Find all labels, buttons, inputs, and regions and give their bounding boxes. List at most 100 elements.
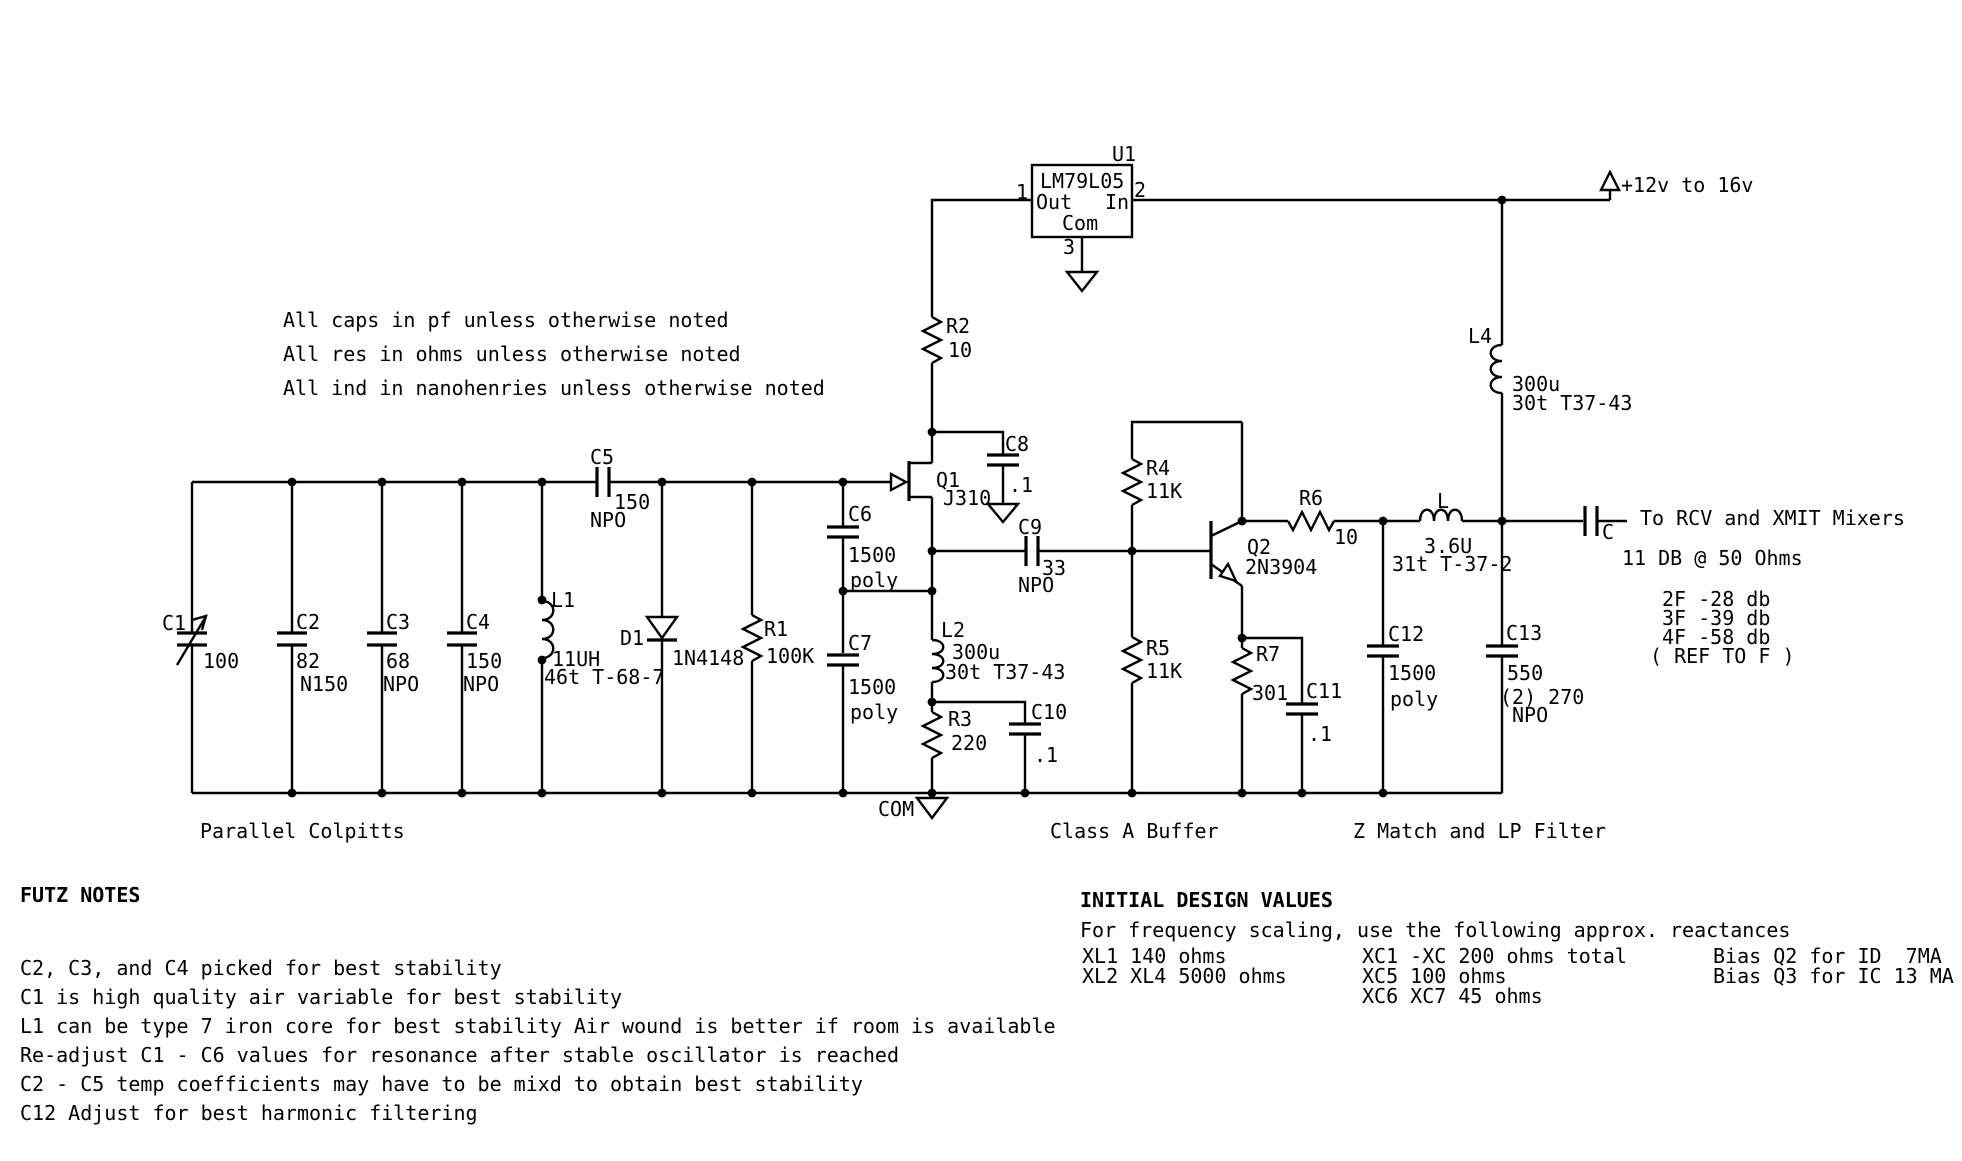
- u1-pin2-number: 2: [1134, 178, 1146, 202]
- c4-ref: C4: [466, 610, 490, 634]
- harmonic-2f: 2F -28 db: [1662, 587, 1770, 611]
- c1-ref: C1: [162, 611, 186, 635]
- futz-note-line: L1 can be type 7 iron core for best stab…: [20, 1014, 1056, 1038]
- r4-value: 11K: [1146, 479, 1182, 503]
- inductor-icon: [931, 638, 945, 684]
- l-value: 3.6U: [1424, 534, 1472, 558]
- c11-ref: C11: [1306, 679, 1342, 703]
- l2-ref: L2: [941, 618, 965, 642]
- inductor-icon: [1418, 508, 1464, 522]
- design-value-bias-q2: Bias Q2 for ID 7MA: [1713, 944, 1942, 968]
- futz-note-line: C2 - C5 temp coefficients may have to be…: [20, 1072, 863, 1096]
- c2-ref: C2: [296, 610, 320, 634]
- resistor-icon: [1120, 635, 1144, 685]
- design-value-bias-q3: Bias Q3 for IC 13 MA: [1713, 964, 1954, 988]
- d1-part: 1N4148: [672, 646, 744, 670]
- r5-ref: R5: [1146, 636, 1170, 660]
- c3-value: 68: [386, 649, 410, 673]
- section-buffer-label: Class A Buffer: [1050, 819, 1219, 843]
- u1-out-wire: [930, 198, 1032, 317]
- u1-ref: U1: [1112, 142, 1136, 166]
- component-l-filter: L 3.6U 31t T-37-2: [1383, 489, 1512, 576]
- c5-type: NPO: [590, 508, 626, 532]
- design-value-xc6: XC6 XC7 45 ohms: [1362, 984, 1543, 1008]
- design-value-xc1: XC1 -XC 200 ohms total: [1362, 944, 1627, 968]
- component-c6: C6 1500 poly: [827, 482, 898, 592]
- l1-value: 11UH: [552, 647, 600, 671]
- component-c12: C12 1500 poly: [1367, 521, 1438, 793]
- u1-pin1-number: 1: [1016, 180, 1028, 204]
- u1-pin-com-label: Com: [1062, 211, 1098, 235]
- output-destination: To RCV and XMIT Mixers: [1640, 506, 1905, 530]
- com-label: COM: [878, 797, 914, 821]
- component-d1: D1 1N4148: [620, 482, 744, 793]
- note-ind: All ind in nanohenries unless otherwise …: [283, 376, 825, 400]
- design-values: INITIAL DESIGN VALUES For frequency scal…: [1080, 888, 1954, 1008]
- component-r4: R4 11K: [1120, 420, 1242, 551]
- drawing-notes: All caps in pf unless otherwise noted Al…: [283, 308, 825, 400]
- note-res: All res in ohms unless otherwise noted: [283, 342, 741, 366]
- com-ground: COM: [878, 793, 950, 821]
- design-value-xl1: XL1 140 ohms: [1082, 944, 1227, 968]
- power-arrow-icon: [1599, 169, 1621, 192]
- c6-type: poly: [850, 568, 898, 592]
- r1-value: 100K: [766, 644, 814, 668]
- c2-value: 82: [296, 649, 320, 673]
- resistor-icon: [1230, 646, 1254, 696]
- c6-ref: C6: [848, 502, 872, 526]
- d1-ref: D1: [620, 626, 644, 650]
- c8-ref: C8: [1005, 432, 1029, 456]
- l2-winding: 30t T37-43: [945, 660, 1065, 684]
- r3-ref: R3: [948, 707, 972, 731]
- section-filter-label: Z Match and LP Filter: [1353, 819, 1606, 843]
- q2-ref: Q2: [1247, 535, 1271, 559]
- u1-pin-in-label: In: [1105, 190, 1129, 214]
- harmonic-4f: 4F -58 db: [1662, 625, 1770, 649]
- resistor-icon: [1120, 457, 1144, 507]
- ground-icon: [1064, 270, 1100, 293]
- component-c9: C9 33 NPO: [932, 515, 1211, 597]
- component-c4: C4 150 NPO: [447, 482, 502, 793]
- component-c5: C5 150 NPO: [590, 445, 650, 532]
- component-c3: C3 68 NPO: [367, 482, 419, 793]
- c6-value: 1500: [848, 543, 896, 567]
- c9-value: 33: [1042, 556, 1066, 580]
- diode-icon: [644, 615, 680, 641]
- c4-type: NPO: [463, 672, 499, 696]
- futz-notes-title: FUTZ NOTES: [20, 883, 140, 907]
- component-c10: C10 .1: [932, 700, 1067, 793]
- l2-value: 300u: [952, 640, 1000, 664]
- c1-value: 100: [203, 649, 239, 673]
- jfet-gate-arrow-icon: [889, 472, 909, 492]
- futz-note-line: C1 is high quality air variable for best…: [20, 985, 622, 1009]
- r7-value: 301: [1252, 681, 1288, 705]
- q1-part: J310: [943, 486, 991, 510]
- design-value-xl2: XL2 XL4 5000 ohms: [1082, 964, 1287, 988]
- u1-part: LM79L05: [1040, 169, 1124, 193]
- component-r6: R6 10: [1242, 486, 1383, 549]
- futz-note-line: C12 Adjust for best harmonic filtering: [20, 1101, 478, 1125]
- resistor-icon: [920, 710, 944, 760]
- c13-value2: (2) 270: [1500, 685, 1584, 709]
- bjt-emitter-arrow-icon: [1218, 561, 1239, 583]
- section-labels: Parallel Colpitts Class A Buffer Z Match…: [200, 819, 1606, 843]
- c13-type: NPO: [1512, 703, 1548, 727]
- design-values-subtitle: For frequency scaling, use the following…: [1080, 918, 1790, 942]
- power-rail-label: +12v to 16v: [1621, 173, 1753, 197]
- component-r3: R3 220: [920, 702, 987, 793]
- c13-ref: C13: [1506, 621, 1542, 645]
- junction-dots: [287, 195, 1507, 798]
- r4-ref: R4: [1146, 456, 1170, 480]
- output-section: C To RCV and XMIT Mixers 11 DB @ 50 Ohms…: [1502, 506, 1905, 668]
- futz-note-line: Re-adjust C1 - C6 values for resonance a…: [20, 1043, 899, 1067]
- u1-pin-out-label: Out: [1036, 190, 1072, 214]
- l1-ref: L1: [551, 588, 575, 612]
- futz-note-line: C2, C3, and C4 picked for best stability: [20, 956, 502, 980]
- variable-arrow-icon: [175, 617, 207, 666]
- c7-value: 1500: [848, 675, 896, 699]
- resistor-icon: [1286, 509, 1336, 533]
- design-values-title: INITIAL DESIGN VALUES: [1080, 888, 1333, 912]
- c4-value: 150: [466, 649, 502, 673]
- component-u1-regulator: U1 LM79L05 Out In Com 1 2 3: [1016, 142, 1146, 293]
- c7-type: poly: [850, 700, 898, 724]
